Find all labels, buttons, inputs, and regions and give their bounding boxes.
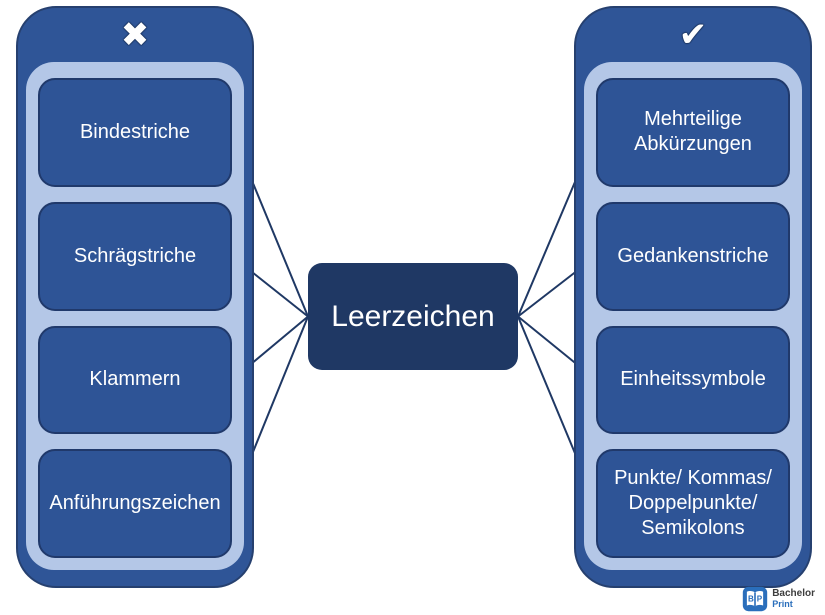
left-column-panel: Bindestriche Schrägstriche Klammern Anfü… [26, 62, 244, 570]
bachelorprint-logo: B P Bachelor Print [742, 586, 815, 612]
cross-icon: ✖ [120, 15, 150, 55]
center-node-label: Leerzeichen [331, 299, 495, 333]
item-anfuehrungszeichen: Anführungszeichen [38, 449, 232, 558]
logo-text: Bachelor Print [772, 589, 815, 609]
item-mehrteilige-abkuerzungen: Mehrteilige Abkürzungen [596, 78, 790, 187]
item-label: Klammern [89, 368, 181, 391]
item-punkte-kommas: Punkte/ Kommas/ Doppelpunkte/ Semikolons [596, 449, 790, 558]
item-label: Punkte/ Kommas/ Doppelpunkte/ Semikolons [614, 467, 772, 540]
item-gedankenstriche: Gedankenstriche [596, 201, 790, 311]
center-node: Leerzeichen [308, 263, 518, 370]
item-schraegstriche: Schrägstriche [38, 201, 232, 311]
item-einheitssymbole: Einheitssymbole [596, 325, 790, 435]
right-column: ✔ Mehrteilige Abkürzungen Gedankenstrich… [574, 6, 812, 588]
monogram-b: B [748, 594, 754, 603]
check-icon: ✔ [678, 15, 708, 55]
book-icon: B P [743, 586, 768, 612]
logo-line1: Bachelor [772, 588, 815, 599]
logo-line2: Print [772, 599, 793, 609]
item-klammern: Klammern [38, 325, 232, 435]
item-label: Anführungszeichen [49, 492, 221, 515]
item-label: Einheitssymbole [620, 368, 766, 391]
item-label: Gedankenstriche [617, 244, 769, 267]
right-column-panel: Mehrteilige Abkürzungen Gedankenstriche … [584, 62, 802, 570]
left-column: ✖ Bindestriche Schrägstriche Klammern An… [16, 6, 254, 588]
right-column-header: ✔ [576, 8, 810, 62]
item-label: Mehrteilige Abkürzungen [634, 108, 752, 156]
item-bindestriche: Bindestriche [38, 78, 232, 187]
item-label: Bindestriche [79, 120, 191, 143]
left-column-header: ✖ [18, 8, 252, 62]
monogram-p: P [757, 594, 763, 603]
item-label: Schrägstriche [73, 244, 197, 267]
